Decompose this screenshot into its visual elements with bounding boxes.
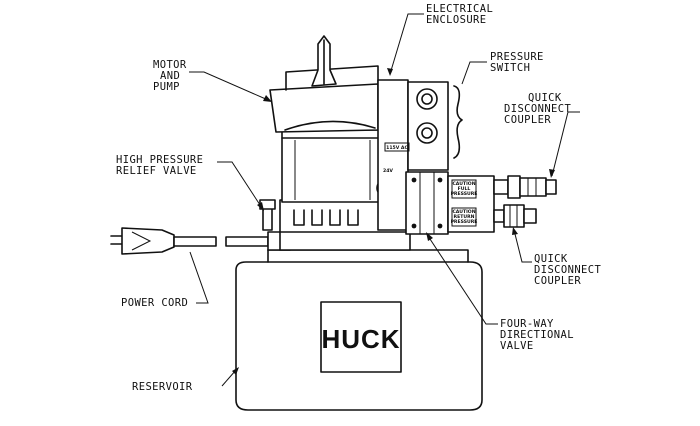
quick-disconnect-coupler-upper	[493, 175, 557, 199]
label-qdc-bottom-1: QUICK	[534, 253, 568, 265]
label-motor-2: AND	[160, 70, 180, 82]
label-pressure-switch-2: SWITCH	[490, 62, 530, 74]
label-qdc-top-3: COUPLER	[504, 114, 551, 126]
label-qdc-top-2: DISCONNECT	[504, 103, 571, 115]
reservoir: HUCK	[235, 249, 483, 411]
caution-top-line-3: PRESSURE	[451, 191, 478, 197]
huck-logo: HUCK	[321, 324, 400, 354]
label-qdc-bottom-2: DISCONNECT	[534, 264, 601, 276]
label-motor-3: PUMP	[153, 81, 180, 93]
label-four-way-1: FOUR-WAY	[500, 318, 554, 330]
label-relief-valve-2: RELIEF VALVE	[116, 165, 197, 177]
voltage-small-label: 24V	[383, 168, 393, 174]
label-four-way-3: VALVE	[500, 340, 534, 352]
quick-disconnect-coupler-lower	[493, 204, 537, 228]
voltage-label: 115V AC	[386, 145, 408, 151]
caution-top-line-2: FULL	[458, 186, 471, 192]
electrical-enclosure: 115V AC 24V	[377, 79, 463, 231]
label-electrical-enclosure-2: ENCLOSURE	[426, 14, 487, 26]
caution-bottom-line-3: PRESSURE	[451, 219, 478, 225]
caution-bottom-line-2: RETURN	[454, 214, 475, 220]
label-pressure-switch-1: PRESSURE	[490, 51, 544, 63]
label-electrical-enclosure-1: ELECTRICAL	[426, 3, 493, 15]
label-qdc-top-1: QUICK	[528, 92, 562, 104]
power-cord	[110, 227, 299, 255]
four-way-directional-valve: CAUTION FULL PRESSURE CAUTION RETURN PRE…	[405, 171, 495, 235]
leader-lines	[189, 13, 580, 387]
label-four-way-2: DIRECTIONAL	[500, 329, 574, 341]
labels: ELECTRICAL ENCLOSURE PRESSURE SWITCH MOT…	[116, 3, 601, 393]
label-relief-valve-1: HIGH PRESSURE	[116, 154, 203, 166]
label-qdc-bottom-3: COUPLER	[534, 275, 581, 287]
pressure-switch-upper-icon	[416, 88, 438, 110]
label-power-cord: POWER CORD	[121, 297, 188, 309]
logo-box	[320, 301, 402, 373]
label-reservoir: RESERVOIR	[132, 381, 193, 393]
label-motor-1: MOTOR	[153, 59, 187, 71]
caution-top-line-1: CAUTION	[452, 181, 475, 187]
pressure-switch-lower-icon	[416, 122, 438, 144]
caution-bottom-line-1: CAUTION	[452, 209, 475, 215]
